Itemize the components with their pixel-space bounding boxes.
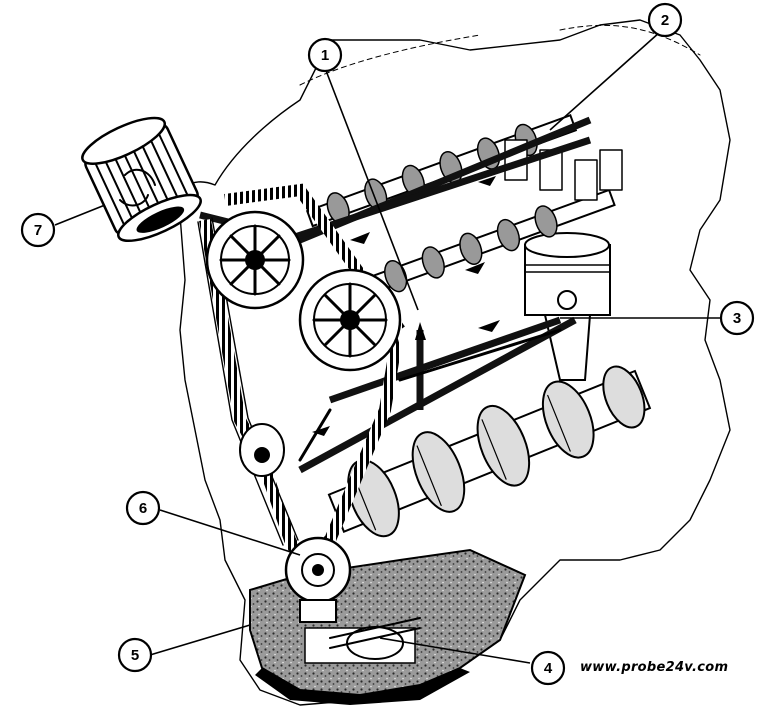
callout-6-label: 6: [139, 500, 147, 517]
callout-1: 1: [307, 37, 343, 73]
crankshaft: [327, 365, 652, 538]
callout-6: 6: [125, 490, 161, 526]
callout-3: 3: [719, 300, 755, 336]
callout-7: 7: [20, 212, 56, 248]
callout-7-label: 7: [34, 222, 42, 239]
callout-2: 2: [647, 2, 683, 38]
callout-2-label: 2: [661, 12, 669, 29]
callout-4-label: 4: [544, 660, 553, 677]
oil-strainer: [329, 617, 421, 660]
callout-5: 5: [117, 637, 153, 673]
flow-arrows: [312, 176, 500, 436]
cam-pulley-lower: [298, 268, 402, 372]
oil-filter: [81, 116, 202, 243]
engine-block-outline: [178, 19, 731, 706]
website-watermark: www.probe24v.com: [580, 660, 729, 675]
callout-1-label: 1: [321, 47, 329, 64]
oil-pump: [284, 536, 352, 623]
callout-5-label: 5: [131, 647, 139, 664]
callout-3-label: 3: [733, 310, 741, 327]
cam-pulley-upper: [205, 210, 305, 310]
callout-4: 4: [530, 650, 566, 686]
leader-lines: [54, 31, 720, 664]
belt-tensioner: [239, 423, 285, 477]
piston-assembly: [524, 232, 611, 381]
